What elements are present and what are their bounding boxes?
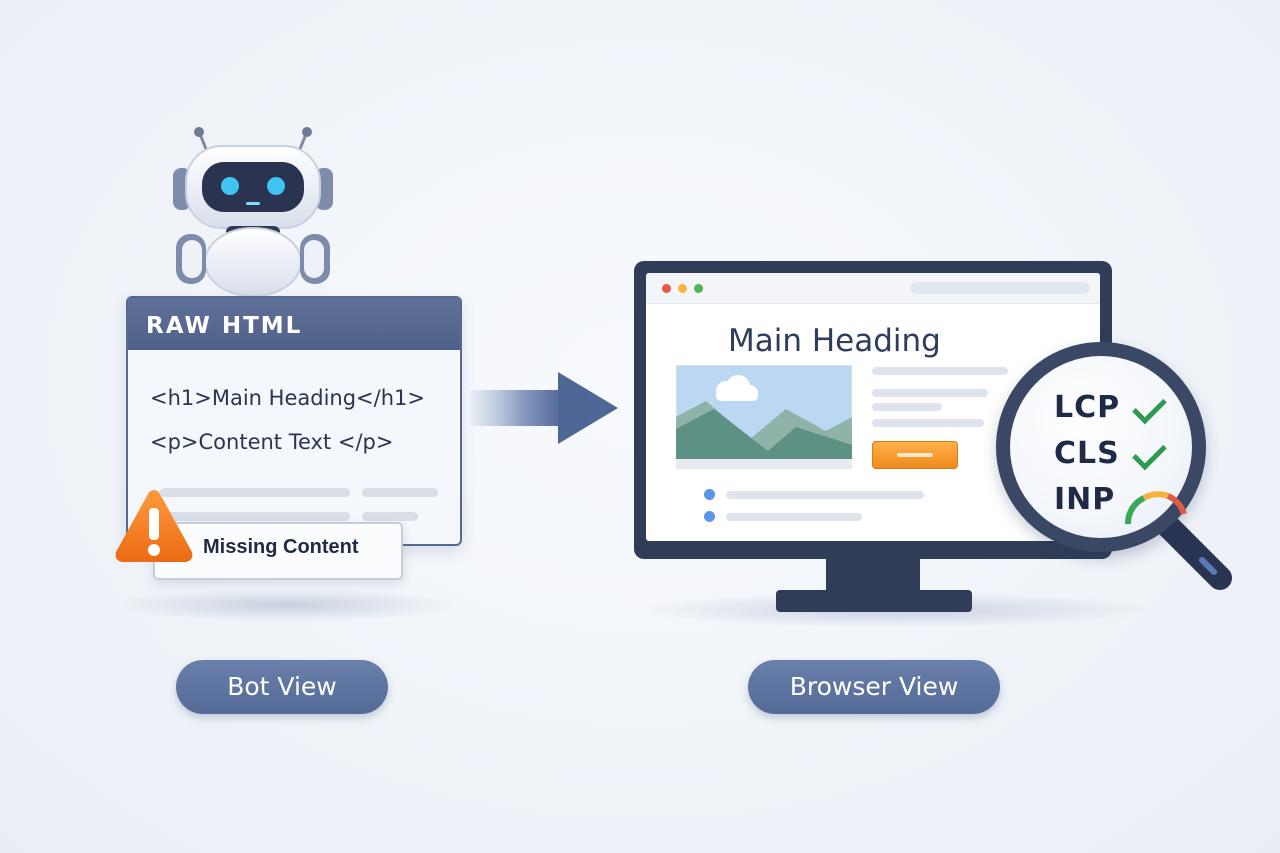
- monitor-stand-neck: [826, 557, 920, 593]
- gauge-icon: [1125, 491, 1187, 525]
- arrow-right-icon: [470, 372, 618, 444]
- metric-lcp: LCP: [1054, 390, 1121, 425]
- placeholder-line: [160, 488, 350, 497]
- code-line-paragraph: <p>Content Text </p>: [150, 430, 394, 454]
- browser-toolbar: [646, 273, 1100, 304]
- metric-inp: INP: [1054, 482, 1116, 517]
- left-ground-shadow: [110, 588, 460, 622]
- check-icon: [1132, 435, 1167, 471]
- missing-content-badge: Missing Content: [153, 522, 403, 580]
- text-line: [872, 389, 988, 397]
- text-line: [726, 491, 924, 499]
- bot-view-label: Bot View: [176, 660, 388, 714]
- landscape-image-icon: [676, 365, 852, 469]
- text-line: [872, 403, 942, 411]
- placeholder-line: [160, 512, 350, 521]
- raw-html-header: RAW HTML: [128, 298, 460, 350]
- check-icon: [1132, 389, 1167, 425]
- minimize-dot-icon: [678, 284, 687, 293]
- monitor-stand-base: [776, 590, 972, 612]
- code-line-heading: <h1>Main Heading</h1>: [150, 386, 425, 410]
- metric-cls: CLS: [1054, 436, 1120, 471]
- raw-html-panel: RAW HTML <h1>Main Heading</h1> <p>Conten…: [126, 296, 462, 546]
- call-to-action-button[interactable]: [872, 441, 958, 469]
- missing-content-text: Missing Content: [203, 536, 359, 558]
- page-heading: Main Heading: [728, 323, 941, 359]
- bullet-icon: [704, 489, 715, 500]
- browser-view-label: Browser View: [748, 660, 1000, 714]
- text-line: [726, 513, 862, 521]
- bullet-icon: [704, 511, 715, 522]
- maximize-dot-icon: [694, 284, 703, 293]
- placeholder-line: [362, 488, 438, 497]
- text-line: [872, 419, 984, 427]
- robot-icon: [173, 127, 333, 297]
- placeholder-line: [362, 512, 418, 521]
- warning-icon: [115, 490, 193, 562]
- magnifier-lens: LCP CLS INP: [996, 342, 1206, 552]
- close-dot-icon: [662, 284, 671, 293]
- text-line: [872, 367, 1008, 375]
- address-bar: [910, 282, 1090, 294]
